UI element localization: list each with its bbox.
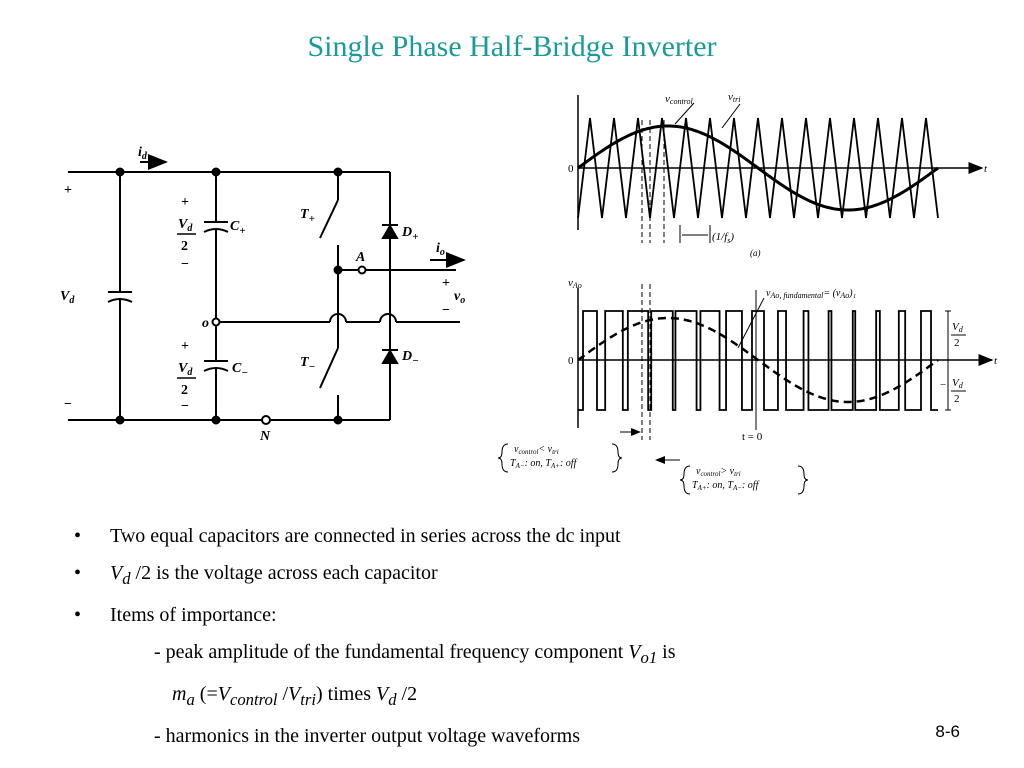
svg-text:vtri: vtri (728, 91, 740, 104)
v-control-waveform (577, 124, 939, 212)
svg-text:id: id (138, 145, 148, 162)
svg-text:vo: vo (454, 289, 465, 306)
v-tri-waveform (577, 117, 939, 219)
bullet-capacitors: • Two equal capacitors are connected in … (74, 518, 676, 555)
vcontrol-symbol: V (217, 683, 230, 705)
v-ao-fundamental-waveform (577, 316, 939, 404)
svg-text:−: − (442, 303, 450, 318)
svg-text:−: − (181, 257, 189, 272)
sub-text: /2 (396, 683, 418, 705)
svg-text:T−: T− (300, 355, 315, 373)
svg-text:D+: D+ (401, 225, 418, 243)
sub-item-modulation-index: ma (=Vcontrol /Vtri) times Vd /2 (74, 676, 676, 718)
bullet-dot: • (74, 525, 82, 547)
ma-subscript: a (186, 690, 195, 709)
svg-text:t: t (984, 163, 988, 175)
svg-text:2: 2 (954, 337, 960, 349)
svg-text:(a): (a) (750, 248, 761, 258)
svg-text:vcontrol< vtri: vcontrol< vtri (514, 444, 559, 456)
svg-text:vcontrol> vtri: vcontrol> vtri (696, 466, 741, 478)
circuit-symbols (115, 154, 466, 425)
svg-text:+: + (181, 195, 189, 210)
svg-text:D−: D− (401, 349, 419, 367)
bullet-voltage: • Vd /2 is the voltage across each capac… (74, 555, 676, 597)
svg-text:+: + (181, 339, 189, 354)
circuit-labels: id + − Vd + Vd 2 − C+ o + Vd 2 − C− T+ T… (60, 145, 465, 444)
svg-text:2: 2 (181, 239, 188, 254)
vd-symbol: V (375, 683, 389, 705)
top-waveform-plot: 0 t vcontrol vtri (1/fs) (a) (568, 91, 988, 258)
svg-text:o: o (202, 316, 209, 331)
svg-text:io: io (436, 241, 445, 258)
bullet-importance: • Items of importance: (74, 597, 676, 634)
svg-text:vcontrol: vcontrol (665, 93, 693, 106)
svg-text:TA+: on, TA−: off: TA+: on, TA−: off (692, 480, 760, 492)
sub-text: - peak amplitude of the fundamental freq… (154, 641, 629, 663)
vo1-subscript: o1 (640, 648, 658, 667)
svg-text:0: 0 (568, 355, 574, 367)
svg-text:t = 0: t = 0 (742, 431, 763, 443)
svg-text:2: 2 (954, 393, 960, 405)
vo1-symbol: V (628, 641, 641, 663)
sub-text: - harmonics in the inverter output volta… (154, 725, 580, 747)
vtri-subscript: tri (300, 690, 316, 709)
svg-text:N: N (259, 429, 271, 444)
svg-text:2: 2 (181, 383, 188, 398)
svg-text:0: 0 (568, 163, 574, 175)
svg-text:C+: C+ (230, 219, 246, 237)
svg-text:Vd: Vd (178, 217, 193, 234)
sub-item-harmonics: - harmonics in the inverter output volta… (74, 718, 676, 755)
vd-subscript: d (388, 690, 397, 709)
sub-text: / (277, 683, 289, 705)
page-number: 8-6 (935, 722, 960, 741)
svg-text:T+: T+ (300, 207, 315, 225)
svg-text:vAo: vAo (568, 277, 582, 290)
svg-text:+: + (442, 276, 450, 291)
v-ao-pwm-waveform (578, 310, 938, 411)
bullet-text: Two equal capacitors are connected in se… (110, 525, 621, 547)
bullet-text: Items of importance: (110, 604, 277, 626)
svg-text:−: − (940, 379, 946, 391)
slide-title: Single Phase Half-Bridge Inverter (307, 30, 717, 63)
svg-text:Vd: Vd (60, 289, 75, 306)
svg-text:Vd: Vd (178, 361, 193, 378)
sub-text: ) times (315, 683, 376, 705)
bottom-waveform-plot: vAo 0 t vAo, fundamental= (vAo)₁ Vd 2 − … (497, 277, 998, 495)
sub-item-peak-amplitude: - peak amplitude of the fundamental freq… (74, 634, 676, 676)
vtri-symbol: V (288, 683, 301, 705)
svg-text:TA−: on, TA+: off: TA−: on, TA+: off (510, 458, 578, 470)
vd-symbol: V (110, 562, 123, 584)
svg-text:Vd: Vd (952, 377, 964, 390)
ma-symbol: m (172, 683, 187, 705)
bullet-dot: • (74, 562, 82, 584)
vcontrol-subscript: control (229, 690, 278, 709)
svg-text:Vd: Vd (952, 321, 964, 334)
bullet-text: /2 is the voltage across each capacitor (130, 562, 438, 584)
vd-subscript: d (122, 569, 131, 588)
svg-text:t: t (994, 355, 998, 367)
svg-text:(1/fs): (1/fs) (712, 231, 734, 245)
bullet-list: • Two equal capacitors are connected in … (74, 518, 676, 755)
svg-text:C−: C− (232, 361, 248, 379)
bullet-dot: • (74, 604, 82, 626)
svg-text:A: A (355, 250, 365, 265)
svg-text:vAo, fundamental= (vAo)₁: vAo, fundamental= (vAo)₁ (766, 288, 856, 300)
svg-text:−: − (64, 397, 72, 412)
sub-text: is (657, 641, 676, 663)
circuit-diagram (68, 171, 460, 421)
svg-text:−: − (181, 399, 189, 414)
svg-text:+: + (64, 183, 72, 198)
sub-text: (= (194, 683, 218, 705)
